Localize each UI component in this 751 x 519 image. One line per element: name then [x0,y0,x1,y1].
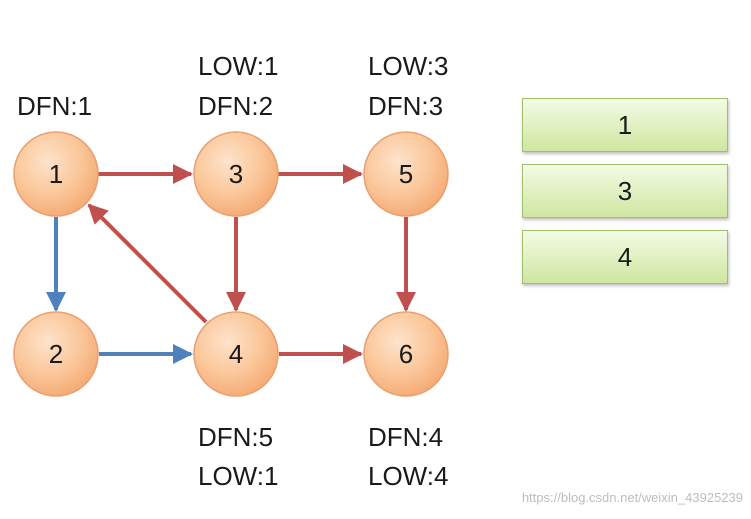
node-1-dfn-label: DFN:1 [17,91,93,121]
stack-item: 1 [522,98,728,152]
stack-item: 4 [522,230,728,284]
node-5-low-label: LOW:3 [368,51,449,81]
node-4: 4 [193,311,279,397]
node-3: 3 [193,131,279,217]
node-4-low-label: LOW:1 [198,461,279,491]
node-3-dfn-label: DFN:2 [198,91,274,121]
watermark: https://blog.csdn.net/weixin_43925239 [521,490,743,505]
node-4-label: 4 [229,339,243,369]
stack-panel: 1 3 4 [522,98,728,296]
node-6-label: 6 [399,339,413,369]
node-1-label: 1 [49,159,63,189]
node-2: 2 [13,311,99,397]
edge-4-1 [87,203,208,324]
node-6: 6 [363,311,449,397]
node-3-low-label: LOW:1 [198,51,279,81]
stack-item: 3 [522,164,728,218]
node-3-label: 3 [229,159,243,189]
node-6-low-label: LOW:4 [368,461,449,491]
node-1: 1 [13,131,99,217]
node-6-dfn-label: DFN:4 [368,422,444,452]
node-2-label: 2 [49,339,63,369]
node-5-dfn-label: DFN:3 [368,91,444,121]
node-4-dfn-label: DFN:5 [198,422,274,452]
node-5: 5 [363,131,449,217]
node-5-label: 5 [399,159,413,189]
